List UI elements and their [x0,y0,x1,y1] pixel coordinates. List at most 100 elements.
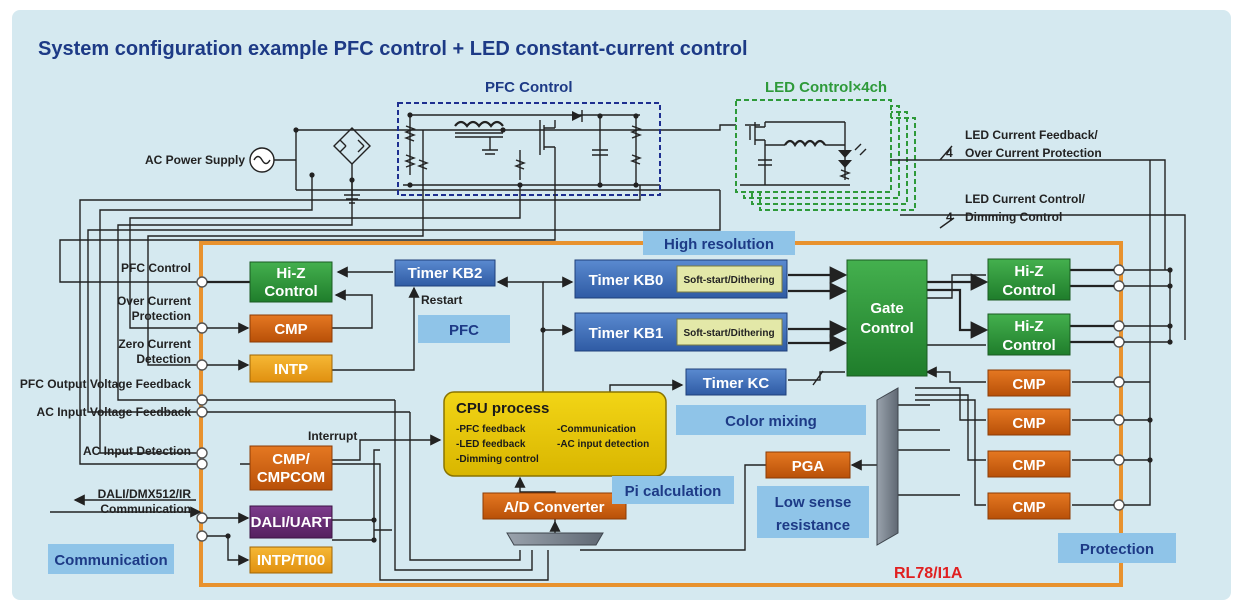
cpu-item-left-0: -PFC feedback [456,424,526,435]
callout-high-resolution: High resolution [643,231,795,255]
hiz-control-block-led-2: Hi-Z Control [987,313,1071,356]
cmp-block-overcurrent: CMP [249,314,333,343]
svg-text:CMP: CMP [274,321,307,338]
svg-text:Low sense: Low sense [775,494,852,511]
bus-width-a: 4 [946,146,953,160]
over-current-label-2: Protection [132,309,191,323]
cpu-item-right-0: -Communication [557,424,636,435]
zero-current-label-1: Zero Current [118,337,191,351]
cmp-block-led-4: CMP [987,492,1071,520]
cpu-item-left-2: -Dimming control [456,454,539,465]
svg-text:Soft-start/Dithering: Soft-start/Dithering [683,328,774,339]
ac-power-supply-label: AC Power Supply [145,153,245,167]
pfc-control-region [397,102,661,196]
callout-pi-calculation: Pi calculation [612,476,734,504]
intp-ti00-block: INTP/TI00 [249,546,333,574]
bus-width-b: 4 [946,210,953,224]
pfc-capacitor-icon [592,149,608,156]
svg-text:CMPCOM: CMPCOM [257,469,325,486]
timer-kb0-block: Timer KB0 Soft-start/Dithering [574,259,788,299]
cmp-block-led-1: CMP [987,369,1071,397]
svg-text:Control: Control [860,320,913,337]
led-control-region [735,99,892,193]
intp-block: INTP [249,354,333,383]
svg-text:PGA: PGA [792,458,825,475]
pfc-control-label: PFC Control [485,79,573,96]
cpu-title: CPU process [456,400,549,417]
hiz-control-block-led-1: Hi-Z Control [987,258,1071,301]
hiz-control-block-pfc: Hi-Z Control [249,261,333,303]
bridge-rectifier-icon [333,127,371,165]
chip-name: RL78/I1A [894,565,963,582]
zero-current-label-2: Detection [136,352,191,366]
cpu-item-right-1: -AC input detection [557,439,649,450]
svg-text:CMP: CMP [1012,415,1045,432]
callout-communication: Communication [48,544,174,574]
svg-text:Hi-Z: Hi-Z [1014,263,1043,280]
cpu-item-left-1: -LED feedback [456,439,526,450]
svg-text:Hi-Z: Hi-Z [1014,318,1043,335]
cmp-block-led-3: CMP [987,450,1071,478]
svg-text:resistance: resistance [776,517,850,534]
ac-input-detection-label: AC Input Detection [83,444,191,458]
svg-text:CMP: CMP [1012,457,1045,474]
svg-text:Timer KB0: Timer KB0 [589,272,664,289]
callout-low-sense-resistance: Low sense resistance [757,486,869,538]
svg-text:PFC: PFC [449,322,479,339]
svg-text:Hi-Z: Hi-Z [276,265,305,282]
svg-text:Control: Control [264,283,317,300]
led-feedback-label-1: LED Current Feedback/ [965,128,1098,142]
svg-text:Protection: Protection [1080,541,1154,558]
pfc-control-pin-label: PFC Control [121,261,191,275]
cpu-process-block: CPU process -PFC feedback -LED feedback … [443,391,667,477]
left-pins [196,276,208,542]
analog-multiplexer [876,387,899,546]
dali-label-1: DALI/DMX512/IR [98,487,192,501]
timer-kb1-block: Timer KB1 Soft-start/Dithering [574,312,788,352]
left-wiring [50,160,721,518]
dali-uart-block: DALI/UART [249,505,333,539]
led-inductor-icon [784,139,826,148]
svg-text:CMP: CMP [1012,376,1045,393]
led-current-control-label-2: Dimming Control [965,210,1062,224]
page-title: System configuration example PFC control… [38,38,748,60]
restart-label: Restart [421,293,462,307]
callout-pfc: PFC [418,315,510,343]
over-current-label-1: Over Current [117,294,191,308]
power-circuit [249,99,1186,340]
svg-text:Timer KB1: Timer KB1 [589,325,664,342]
right-wiring [1124,160,1173,506]
pfc-output-feedback-label: PFC Output Voltage Feedback [20,377,191,391]
timer-kc-block: Timer KC [685,368,787,396]
callout-protection: Protection [1058,533,1176,563]
svg-text:CMP/: CMP/ [272,451,310,468]
pfc-mosfet-icon [539,120,556,160]
svg-text:INTP: INTP [274,361,308,378]
svg-text:Gate: Gate [870,300,903,317]
svg-text:Timer KB2: Timer KB2 [408,265,483,282]
timer-kb2-block: Timer KB2 [394,259,496,287]
led-current-control-label-1: LED Current Control/ [965,192,1086,206]
pfc-diode-icon [572,111,582,121]
cmp-block-led-2: CMP [987,408,1071,436]
dali-label-2: Communication [100,502,191,516]
led-control-label: LED Control×4ch [765,79,887,96]
pga-block: PGA [765,451,851,479]
svg-text:High resolution: High resolution [664,236,774,253]
svg-text:INTP/TI00: INTP/TI00 [257,552,325,569]
adc-input-mux [506,532,604,546]
ac-input-feedback-label: AC Input Voltage Feedback [37,405,192,419]
svg-text:DALI/UART: DALI/UART [251,514,332,531]
led-feedback-label-2: Over Current Protection [965,146,1102,160]
led-icon [838,150,852,158]
svg-text:A/D Converter: A/D Converter [504,499,605,516]
callout-color-mixing: Color mixing [676,405,866,435]
svg-text:Communication: Communication [54,552,167,569]
gate-control-block: Gate Control [846,259,928,377]
internal-wiring [207,266,1153,581]
svg-text:Timer KC: Timer KC [703,375,770,392]
interrupt-label: Interrupt [308,429,357,443]
cmpcom-block: CMP/ CMPCOM [249,445,333,491]
pfc-inductor-icon [454,120,504,128]
